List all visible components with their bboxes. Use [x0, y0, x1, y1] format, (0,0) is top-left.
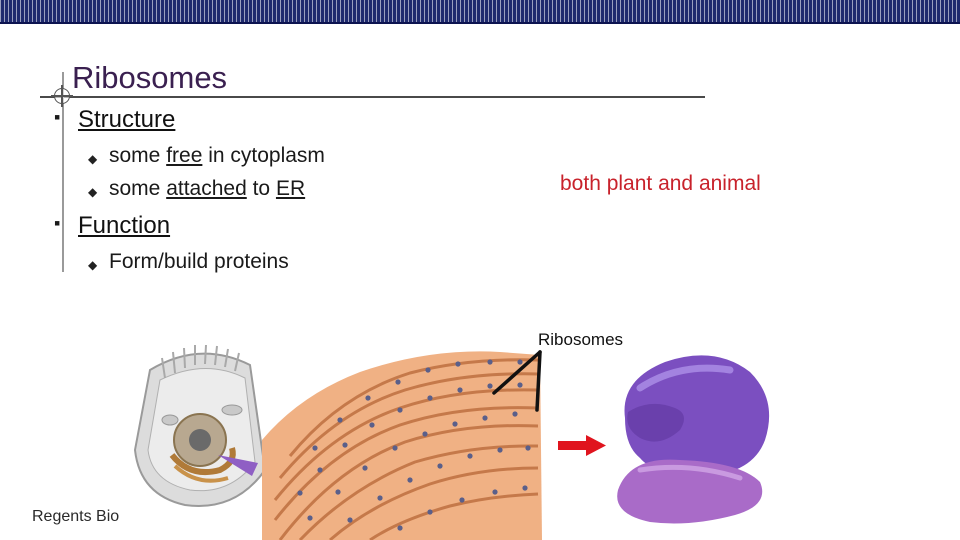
- red-arrow-icon: [558, 435, 606, 456]
- free-link[interactable]: free: [166, 144, 203, 167]
- structure-item-free: some free in cytoplasm: [109, 144, 325, 168]
- item-text: some: [109, 177, 167, 200]
- structure-item-attached: some attached to ER: [109, 177, 305, 201]
- animal-cell-image: [133, 344, 267, 507]
- er-link[interactable]: ER: [275, 177, 306, 200]
- diamond-bullet-icon: ◆: [88, 185, 98, 199]
- top-decorative-bar: [0, 0, 960, 24]
- vertical-guide-rule: [62, 72, 64, 272]
- structure-heading: Structure: [78, 106, 176, 133]
- function-item: Form/build proteins: [109, 250, 289, 273]
- diamond-bullet-icon: ◆: [88, 152, 98, 166]
- attached-link[interactable]: attached: [166, 177, 247, 200]
- title-underline-rule: [40, 96, 705, 98]
- item-text: to: [246, 177, 276, 200]
- square-bullet-icon: ▪: [54, 107, 61, 127]
- function-heading: Function: [78, 212, 171, 239]
- slide-title: Ribosomes: [72, 60, 228, 95]
- ribosomes-figure-label: Ribosomes: [538, 330, 624, 349]
- ribosome-model-image: [617, 355, 770, 524]
- rough-er-image: [262, 351, 542, 540]
- item-text: in cytoplasm: [202, 144, 325, 167]
- square-bullet-icon: ▪: [54, 213, 61, 233]
- item-text: some: [109, 144, 167, 167]
- side-note: both plant and animal: [560, 172, 761, 195]
- footer-text: Regents Bio: [32, 508, 120, 525]
- label-pointer-lines: [492, 350, 542, 412]
- crosshair-icon: [51, 85, 73, 107]
- diamond-bullet-icon: ◆: [88, 258, 98, 272]
